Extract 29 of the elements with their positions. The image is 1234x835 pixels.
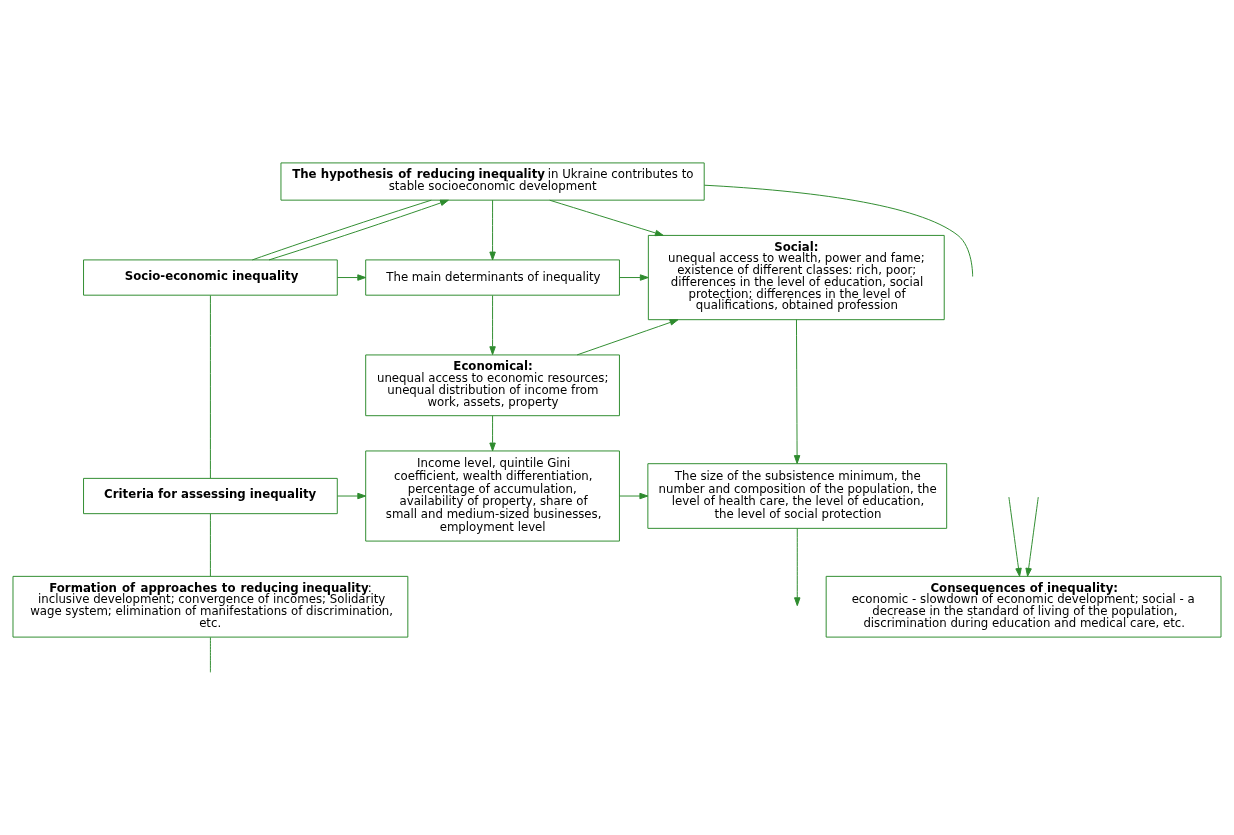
node-box: The hypothesis of reducing inequality in Ukraine contributes to stable socioeconomic development xyxy=(280,161,705,201)
arrow xyxy=(1008,496,1022,577)
connector xyxy=(209,513,211,577)
arrow xyxy=(489,414,496,451)
arrow xyxy=(619,273,649,281)
connector xyxy=(251,199,432,260)
arrow xyxy=(336,492,367,499)
connector xyxy=(703,184,974,277)
arrow xyxy=(794,527,801,606)
node-box: Economical: unequal access to economic resources; unequal distribution of income from work, assets, property xyxy=(365,353,620,416)
node-box: Social: unequal access to wealth, power and fame; existence of different classes: rich, poor; differences in the level of education, social protection; differences in the level of qualifications, obtained profession xyxy=(647,234,945,320)
arrow xyxy=(336,273,367,281)
arrow xyxy=(576,318,679,355)
arrow xyxy=(489,294,496,355)
node-box: The main determinants of inequality xyxy=(365,258,620,296)
arrow xyxy=(619,492,649,499)
connector xyxy=(209,294,211,479)
node-box: Socio-economic inequality xyxy=(83,258,338,296)
node-box: Consequences of inequality: economic - slowdown of economic development; social - a decrease in the standard of living of the population, discrimination during education and medical care, etc. xyxy=(825,575,1222,638)
arrow xyxy=(489,199,496,260)
arrow xyxy=(268,199,449,260)
node-box: The size of the subsistence minimum, the number and composition of the population, the level of health care, the level of education, the level of social protection xyxy=(647,462,948,529)
connector xyxy=(209,636,211,673)
node-box: Income level, quintile Gini coefficient, wealth differentiation, percentage of accumulation, availability of property, share of small and medium-sized businesses, employment level xyxy=(365,449,620,542)
node-box: Formation of approaches to reducing inequality: inclusive development; convergence of incomes; Solidarity wage system; elimination of manifestations of discrimination, etc. xyxy=(12,575,409,638)
node-box: Criteria for assessing inequality xyxy=(83,477,338,514)
arrow xyxy=(793,318,801,464)
arrow xyxy=(549,199,664,236)
arrow xyxy=(1025,496,1039,577)
